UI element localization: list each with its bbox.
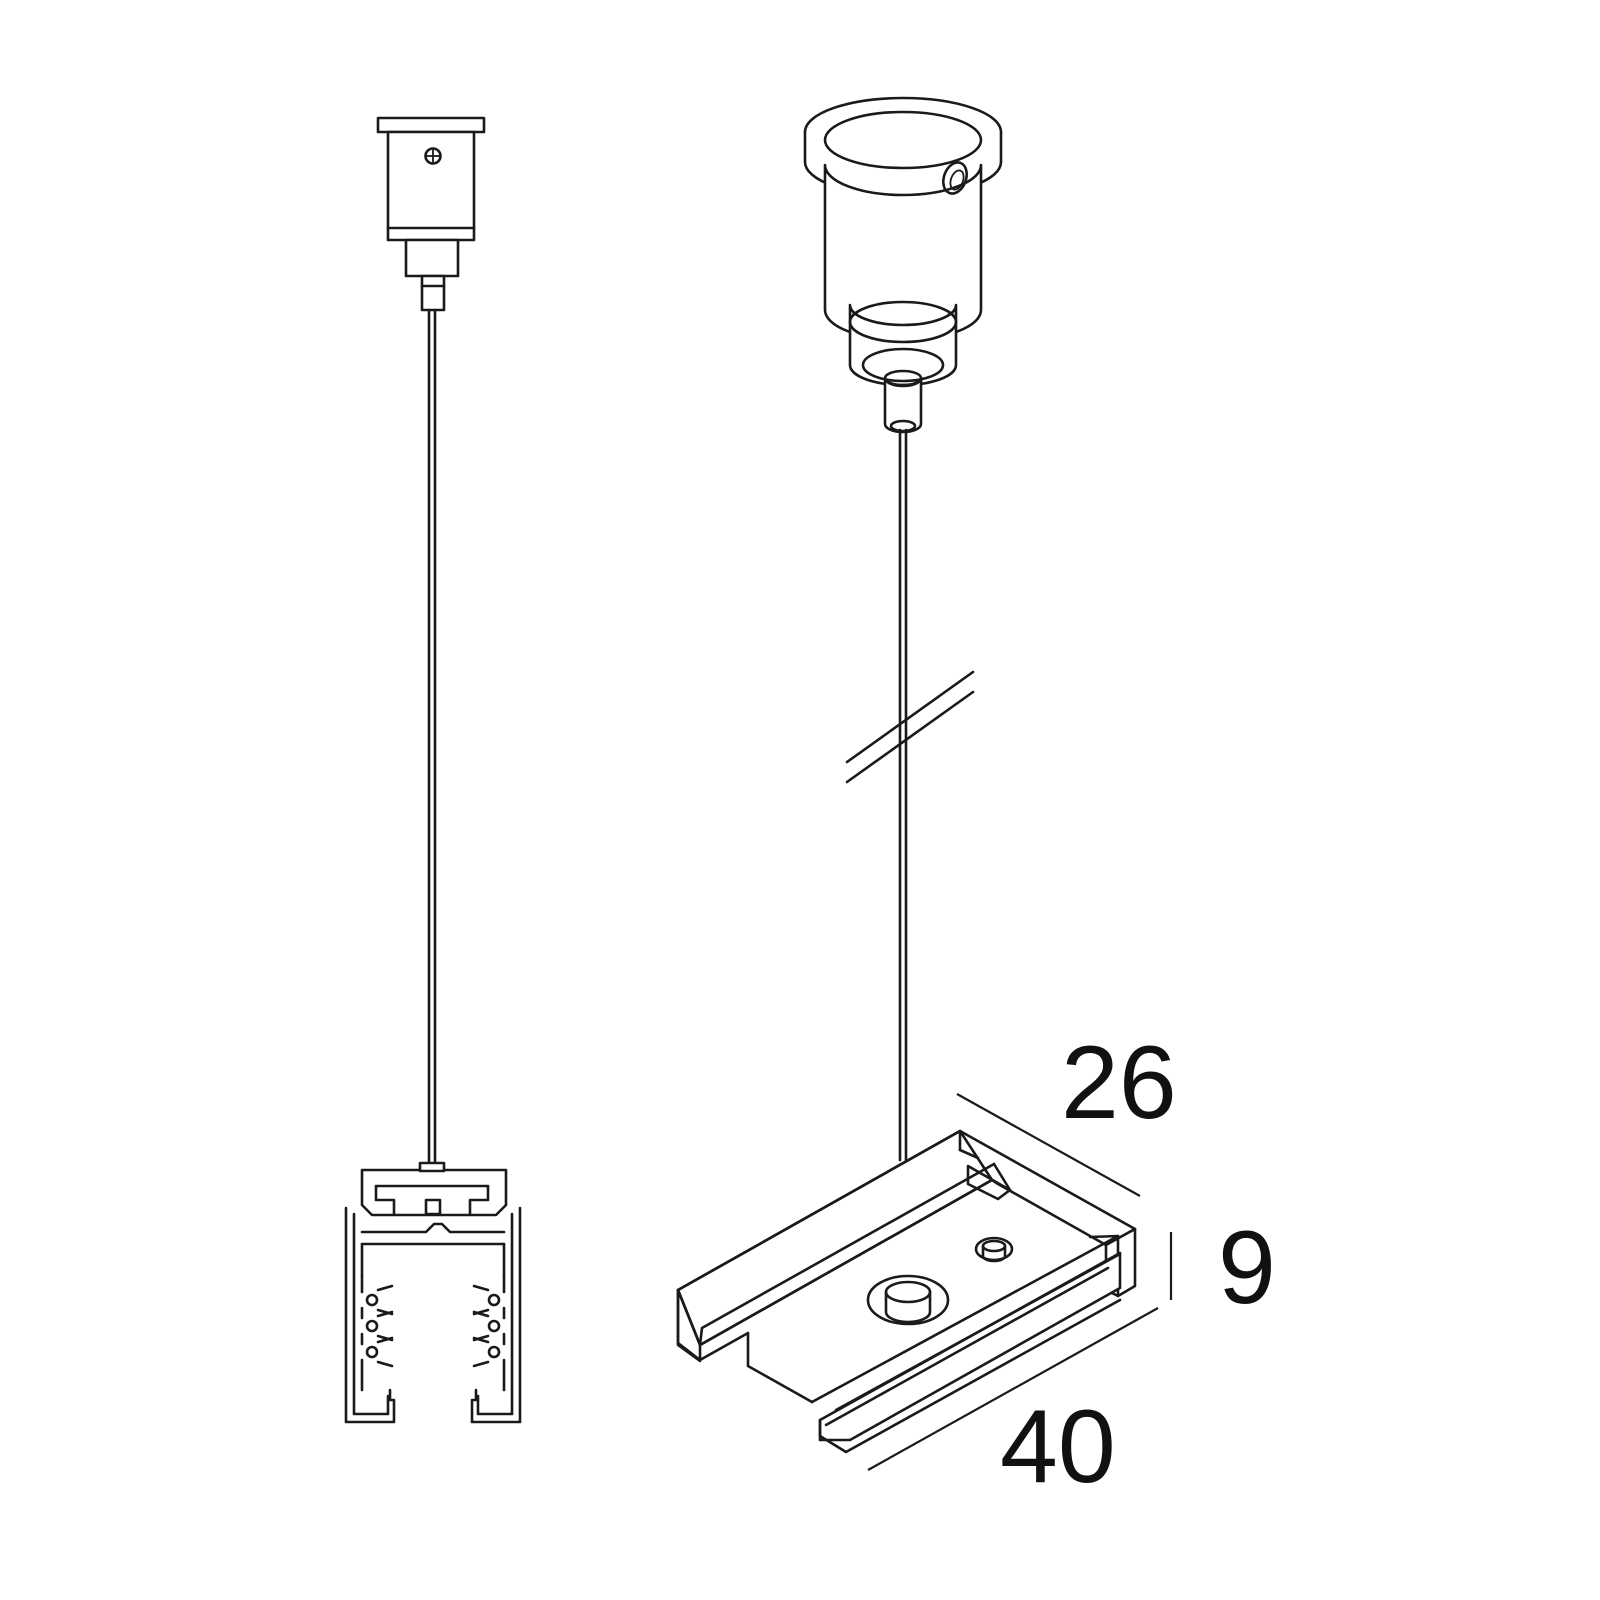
dim-line-width — [956, 1093, 1141, 1197]
dimension-width-label: 26 — [1061, 1025, 1177, 1141]
dimension-length-label: 40 — [1000, 1389, 1116, 1505]
dimension-annotations: 26 9 40 — [867, 1025, 1276, 1505]
screw-icon — [424, 147, 442, 165]
ceiling-canopy-side — [376, 116, 486, 312]
track-adapter-block — [676, 1129, 1137, 1454]
conductor-slots-left — [360, 1274, 394, 1392]
break-symbol — [845, 670, 975, 784]
perspective-view-suspension — [676, 96, 1137, 1454]
track-adapter-profile — [344, 1161, 522, 1424]
screw-hole-icon — [942, 161, 968, 195]
suspension-cable-side — [427, 308, 437, 1172]
dim-line-length — [867, 1307, 1159, 1471]
suspension-cable-perspective — [845, 428, 975, 1162]
mounting-hole-large — [866, 1274, 950, 1326]
conductor-slots-right — [472, 1274, 506, 1392]
mounting-hole-small — [974, 1236, 1014, 1263]
dimension-height-label: 9 — [1218, 1210, 1276, 1326]
ceiling-canopy-perspective — [803, 96, 1003, 434]
side-view-suspension — [344, 116, 522, 1424]
